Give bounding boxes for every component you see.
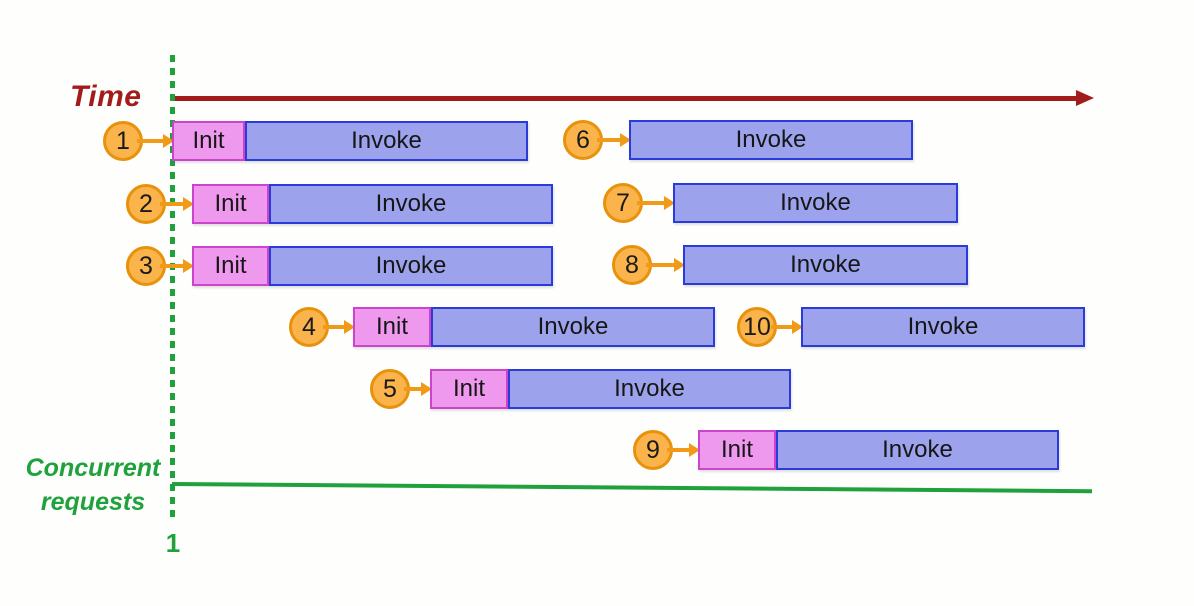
request-badge: 4: [289, 307, 329, 347]
arrow-right-icon: [597, 133, 631, 147]
invoke-bar: Invoke: [245, 121, 528, 161]
arrow-right-icon: [637, 196, 675, 210]
start-time-dotted-line: [170, 55, 175, 522]
request-row: 7 Invoke: [0, 183, 1194, 223]
invoke-bar: Invoke: [269, 184, 553, 224]
request-badge: 1: [103, 121, 143, 161]
request-badge: 7: [603, 183, 643, 223]
request-row: 6 Invoke: [0, 120, 1194, 160]
arrow-right-icon: [137, 134, 174, 148]
time-axis-arrow-icon: [1076, 90, 1094, 106]
init-bar: Init: [192, 246, 269, 286]
invoke-bar: Invoke: [508, 369, 791, 409]
arrow-right-icon: [160, 259, 194, 273]
init-bar: Init: [698, 430, 776, 470]
invoke-bar: Invoke: [629, 120, 913, 160]
concurrency-axis-line: [171, 482, 1092, 494]
arrow-right-icon: [667, 443, 700, 457]
init-bar: Init: [430, 369, 508, 409]
time-axis-line: [170, 96, 1078, 101]
request-row: 1 Init Invoke: [0, 121, 1194, 161]
concurrency-tick-value: 1: [165, 528, 181, 558]
invoke-bar: Invoke: [683, 245, 968, 285]
invoke-bar: Invoke: [673, 183, 958, 223]
arrow-right-icon: [323, 320, 355, 334]
arrow-right-icon: [771, 320, 803, 334]
request-row: 2 Init Invoke: [0, 184, 1194, 224]
invoke-bar: Invoke: [269, 246, 553, 286]
request-row: 3 Init Invoke: [0, 246, 1194, 286]
time-axis-label: Time: [70, 80, 142, 113]
request-row: 10 Invoke: [0, 307, 1194, 347]
arrow-right-icon: [160, 197, 194, 211]
arrow-right-icon: [646, 258, 685, 272]
arrow-right-icon: [404, 382, 432, 396]
init-bar: Init: [353, 307, 431, 347]
init-bar: Init: [192, 184, 269, 224]
invoke-bar: Invoke: [801, 307, 1085, 347]
invoke-bar: Invoke: [431, 307, 715, 347]
request-row: 4 Init Invoke: [0, 307, 1194, 347]
request-badge: 8: [612, 245, 652, 285]
request-row: 5 Init Invoke: [0, 369, 1194, 409]
request-row: 9 Init Invoke: [0, 430, 1194, 470]
concurrency-axis-label: Concurrent requests: [25, 454, 161, 516]
invoke-bar: Invoke: [776, 430, 1059, 470]
init-bar: Init: [172, 121, 245, 161]
request-row: 8 Invoke: [0, 245, 1194, 285]
request-badge: 5: [370, 369, 410, 409]
request-badge: 2: [126, 184, 166, 224]
